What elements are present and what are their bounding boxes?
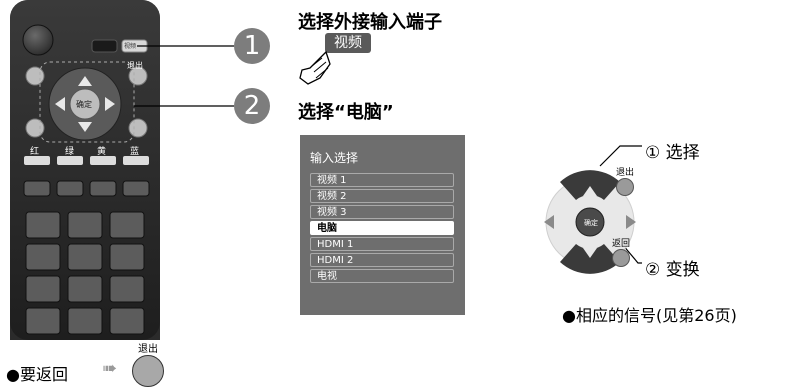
diagram-return-label: 返回 bbox=[612, 239, 631, 249]
diagram-ok-label: 确定 bbox=[584, 219, 598, 227]
step2-number: 2 bbox=[234, 88, 270, 124]
signal-note: ●相应的信号(见第26页) bbox=[562, 306, 737, 325]
step1-number: 1 bbox=[234, 28, 270, 64]
step2-text: 选择“电脑” bbox=[298, 102, 394, 123]
remote-yellow-label: 黄 bbox=[97, 147, 107, 157]
pressing-hand-icon bbox=[299, 50, 331, 85]
menu-item-hdmi1[interactable]: HDMI 1 bbox=[310, 237, 454, 251]
arrow-icon: ➠ bbox=[102, 358, 118, 379]
menu-item-video1[interactable]: 视频 1 bbox=[310, 173, 454, 187]
dpad-diagram bbox=[544, 170, 636, 274]
menu-item-tv[interactable]: 电视 bbox=[310, 269, 454, 283]
remote-green-label: 绿 bbox=[65, 147, 75, 157]
menu-item-video2[interactable]: 视频 2 bbox=[310, 189, 454, 203]
menu-item-video3[interactable]: 视频 3 bbox=[310, 205, 454, 219]
remote-control: 视频 退出 确定 红 绿 黄 蓝 bbox=[10, 0, 160, 340]
remote-ok-label: 确定 bbox=[76, 100, 92, 109]
callout-select-text: ① 选择 bbox=[645, 143, 700, 163]
callout-change-text: ② 变换 bbox=[645, 260, 700, 280]
exit-button-large-icon bbox=[132, 355, 164, 387]
menu-item-hdmi2[interactable]: HDMI 2 bbox=[310, 253, 454, 267]
menu-title: 输入选择 bbox=[310, 151, 359, 165]
remote-input-label: 视频 bbox=[124, 43, 137, 50]
input-button-graphic: 视频 bbox=[325, 33, 371, 53]
remote-exit-label: 退出 bbox=[127, 61, 143, 70]
return-button-icon bbox=[612, 249, 630, 267]
back-text: ●要返回 bbox=[6, 365, 68, 384]
input-select-menu: 输入选择 视频 1 视频 2 视频 3 电脑 HDMI 1 HDMI 2 电视 bbox=[300, 135, 465, 315]
exit-button-icon bbox=[616, 178, 634, 196]
step1-text: 选择外接输入端子 bbox=[298, 12, 442, 33]
footer-exit-label: 退出 bbox=[138, 344, 158, 355]
diagram-exit-label: 退出 bbox=[616, 168, 635, 178]
menu-item-pc[interactable]: 电脑 bbox=[310, 221, 454, 235]
remote-red-label: 红 bbox=[30, 147, 40, 157]
remote-body-graphic bbox=[10, 0, 160, 340]
remote-blue-label: 蓝 bbox=[130, 147, 140, 157]
